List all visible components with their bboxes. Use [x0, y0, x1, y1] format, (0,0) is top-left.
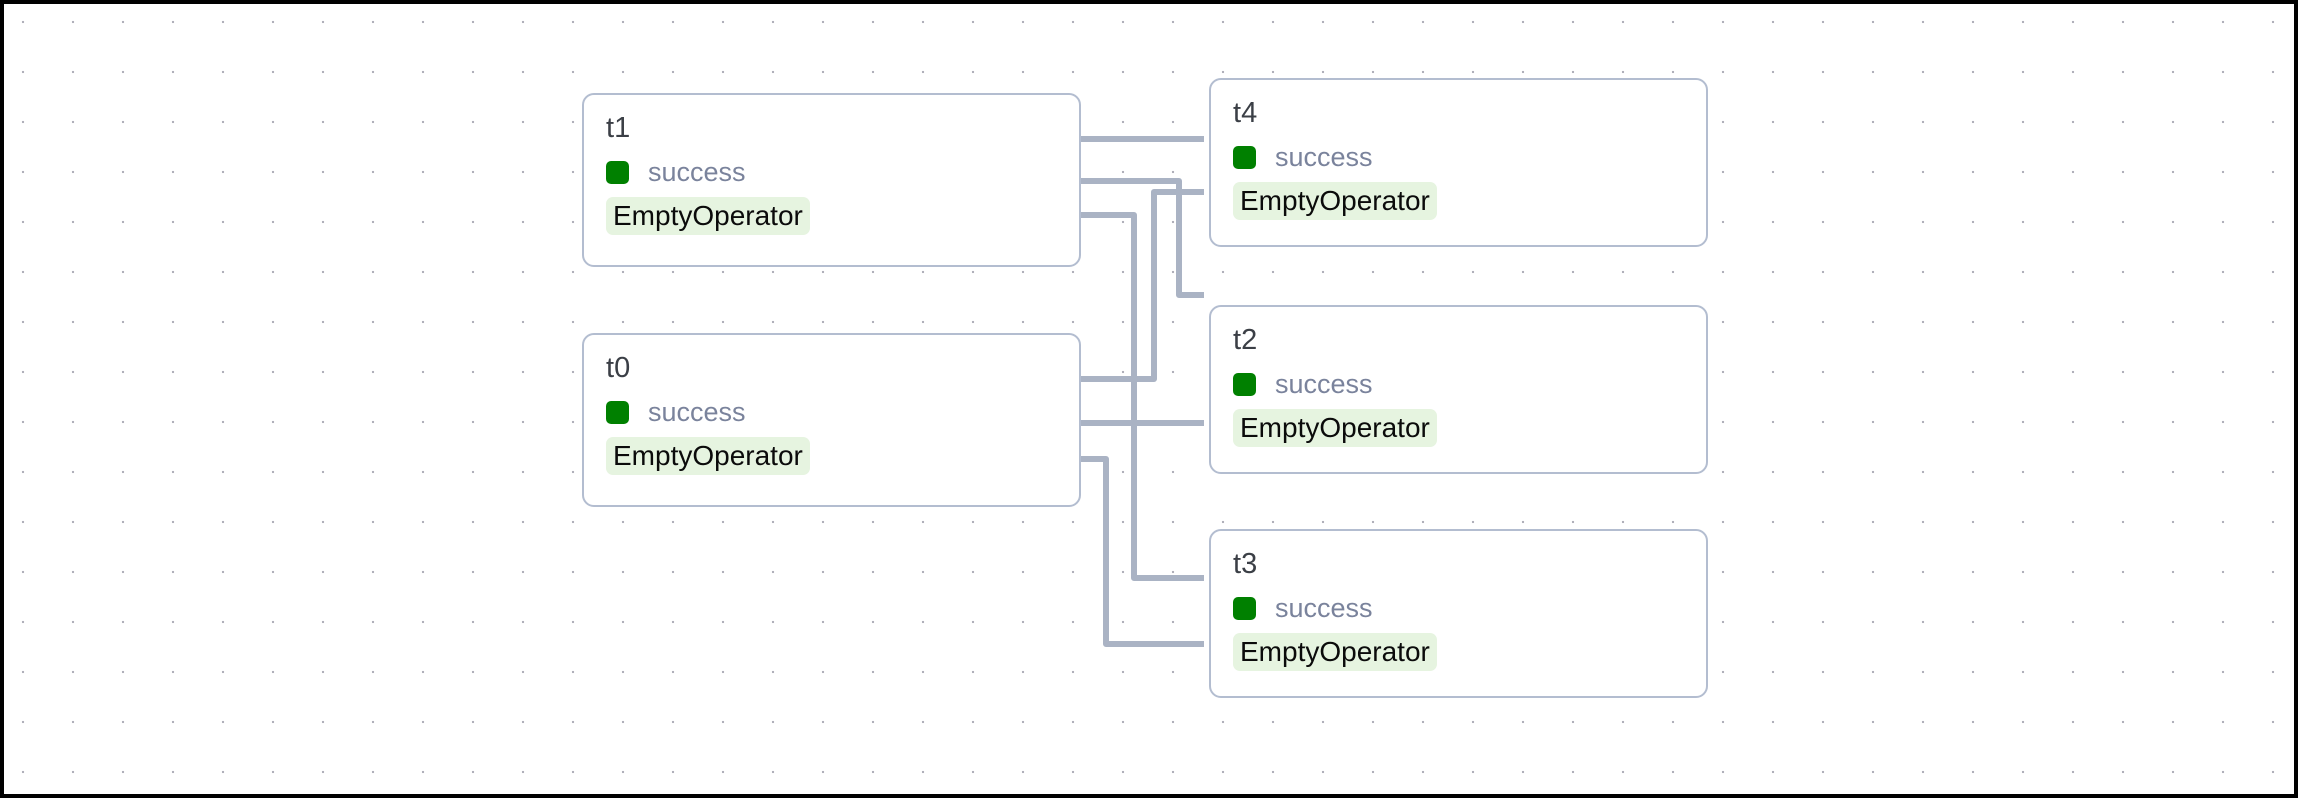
task-state-label: success — [1275, 142, 1373, 173]
task-operator-row: EmptyOperator — [1233, 409, 1684, 448]
task-state-row: success — [606, 159, 1057, 186]
success-square-icon — [606, 161, 629, 185]
task-operator-row: EmptyOperator — [606, 437, 1057, 476]
task-operator-row: EmptyOperator — [606, 197, 1057, 236]
graph-canvas[interactable]: t1 success EmptyOperator t0 success Empt… — [4, 4, 2294, 794]
task-state-row: success — [1233, 595, 1684, 622]
edge-t1-t3 — [1081, 212, 1204, 581]
task-node-t0[interactable]: t0 success EmptyOperator — [582, 333, 1081, 507]
task-state-row: success — [1233, 371, 1684, 398]
operator-chip: EmptyOperator — [1233, 633, 1437, 672]
task-state-label: success — [648, 397, 746, 428]
edge-t1-t2 — [1081, 178, 1204, 298]
task-id-label: t4 — [1233, 97, 1258, 129]
task-state-label: success — [1275, 369, 1373, 400]
operator-chip: EmptyOperator — [606, 197, 810, 236]
edges-layer — [1081, 136, 1204, 647]
success-square-icon — [1233, 597, 1256, 621]
task-node-t2[interactable]: t2 success EmptyOperator — [1209, 305, 1708, 474]
operator-chip: EmptyOperator — [1233, 409, 1437, 448]
success-square-icon — [606, 401, 629, 425]
task-id-label: t1 — [606, 112, 631, 144]
task-state-row: success — [606, 399, 1057, 426]
task-operator-row: EmptyOperator — [1233, 182, 1684, 221]
operator-chip: EmptyOperator — [606, 437, 810, 476]
task-id-label: t3 — [1233, 548, 1258, 580]
task-node-t4[interactable]: t4 success EmptyOperator — [1209, 78, 1708, 247]
edge-t0-t4 — [1081, 189, 1204, 382]
edge-t0-t3 — [1081, 456, 1204, 647]
success-square-icon — [1233, 373, 1256, 397]
task-state-label: success — [1275, 593, 1373, 624]
task-node-t3[interactable]: t3 success EmptyOperator — [1209, 529, 1708, 698]
task-id-label: t0 — [606, 352, 631, 384]
operator-chip: EmptyOperator — [1233, 182, 1437, 221]
task-id-label: t2 — [1233, 324, 1258, 356]
task-operator-row: EmptyOperator — [1233, 633, 1684, 672]
task-node-t1[interactable]: t1 success EmptyOperator — [582, 93, 1081, 267]
task-state-label: success — [648, 157, 746, 188]
success-square-icon — [1233, 146, 1256, 170]
task-state-row: success — [1233, 144, 1684, 171]
